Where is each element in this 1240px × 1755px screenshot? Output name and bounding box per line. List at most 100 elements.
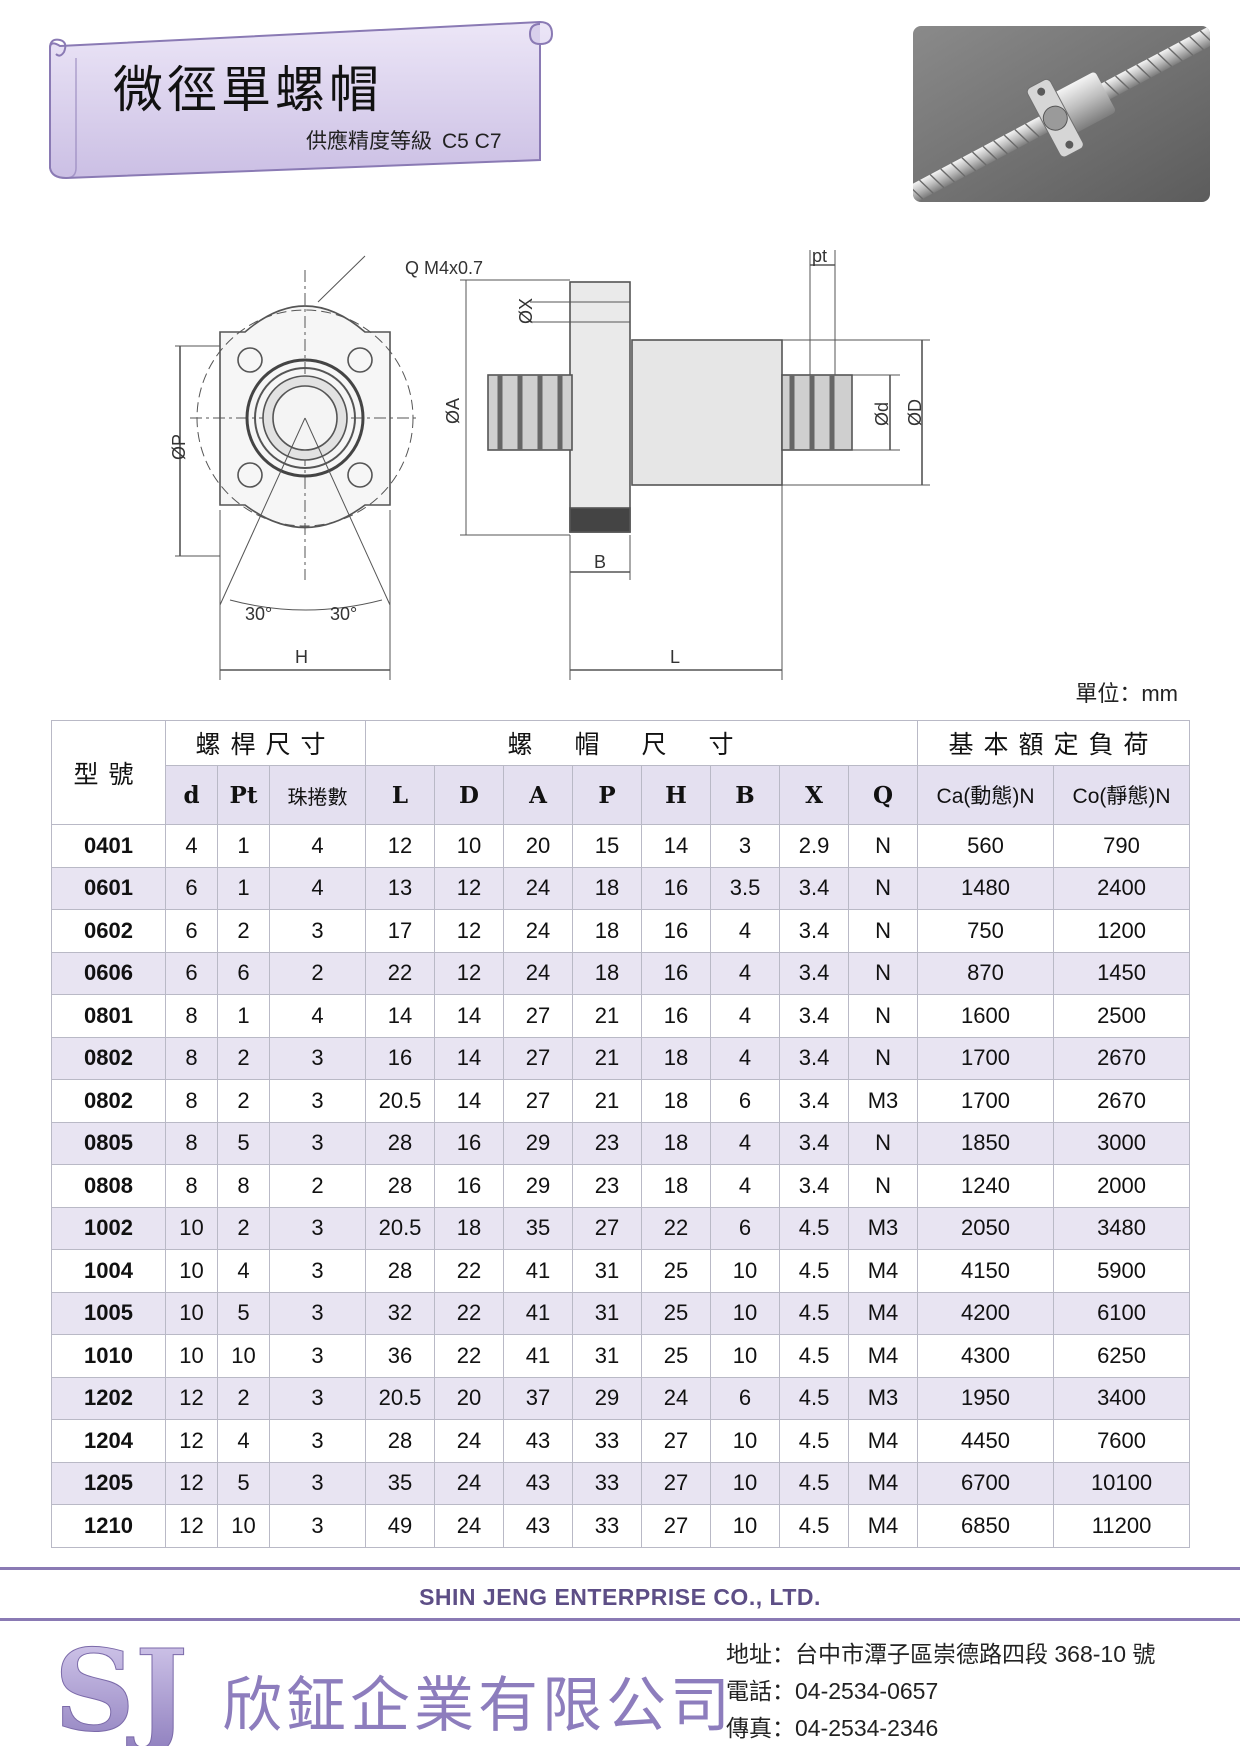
table-cell: 12: [165, 1419, 218, 1463]
label-b: B: [594, 552, 606, 572]
table-cell: 6100: [1053, 1291, 1191, 1335]
col-pt: Pt: [217, 765, 270, 825]
cell-model: 0601: [51, 866, 166, 910]
table-cell: 1: [217, 866, 270, 910]
company-logo: SJ: [54, 1626, 204, 1755]
label-angle-left: 30°: [245, 604, 272, 624]
table-cell: 27: [503, 1079, 574, 1123]
fax: 傳真：04-2534-2346: [726, 1715, 939, 1741]
col-d-outer: D: [434, 765, 505, 825]
table-cell: 2: [268, 1164, 367, 1208]
table-cell: 27: [572, 1206, 643, 1250]
label-phi-d-large: ØD: [905, 399, 925, 426]
table-cell: 10: [165, 1206, 218, 1250]
table-cell: 3: [268, 1461, 367, 1505]
table-cell: 27: [641, 1504, 712, 1548]
table-cell: 3000: [1053, 1121, 1191, 1165]
label-phi-a: ØA: [443, 398, 463, 424]
cell-model: 1210: [51, 1504, 166, 1548]
table-cell: 12: [434, 866, 505, 910]
company-name-cn: 欣鉦企業有限公司: [222, 1671, 734, 1741]
col-a: A: [503, 765, 574, 825]
table-cell: 8: [217, 1164, 270, 1208]
table-cell: M4: [848, 1291, 919, 1335]
table-cell: 4.5: [779, 1376, 850, 1420]
table-cell: 8: [165, 1079, 218, 1123]
table-cell: 6250: [1053, 1334, 1191, 1378]
table-cell: 10: [710, 1291, 781, 1335]
table-cell: 31: [572, 1334, 643, 1378]
table-cell: 36: [365, 1334, 436, 1378]
cell-model: 1002: [51, 1206, 166, 1250]
table-cell: 3400: [1053, 1376, 1191, 1420]
table-cell: 6: [165, 909, 218, 953]
table-cell: 20.5: [365, 1079, 436, 1123]
table-cell: 4: [710, 994, 781, 1038]
table-cell: 18: [641, 1036, 712, 1080]
table-cell: 43: [503, 1504, 574, 1548]
table-cell: 28: [365, 1121, 436, 1165]
footer-rule-top: [0, 1567, 1240, 1570]
table-cell: 8: [165, 1164, 218, 1208]
table-cell: 2500: [1053, 994, 1191, 1038]
table-cell: 12: [365, 824, 436, 868]
table-cell: 24: [434, 1419, 505, 1463]
table-cell: 4: [710, 1164, 781, 1208]
table-cell: 3.4: [779, 1121, 850, 1165]
table-cell: 18: [641, 1079, 712, 1123]
table-cell: 3: [268, 1121, 367, 1165]
unit-label: 單位：mm: [1075, 681, 1178, 706]
table-cell: 3: [268, 1249, 367, 1293]
col-x: X: [779, 765, 850, 825]
table-cell: 4: [217, 1419, 270, 1463]
table-cell: N: [848, 909, 919, 953]
table-cell: 6: [217, 951, 270, 995]
table-cell: 1700: [917, 1079, 1055, 1123]
table-cell: 13: [365, 866, 436, 910]
table-cell: 10: [165, 1291, 218, 1335]
scroll-banner-shape: [49, 20, 554, 180]
table-cell: 6: [710, 1376, 781, 1420]
table-cell: 10: [710, 1504, 781, 1548]
table-cell: 41: [503, 1291, 574, 1335]
table-cell: 14: [365, 994, 436, 1038]
table-cell: 16: [641, 866, 712, 910]
table-cell: 2: [268, 951, 367, 995]
table-cell: 4.5: [779, 1461, 850, 1505]
table-cell: 3.5: [710, 866, 781, 910]
table-cell: 1480: [917, 866, 1055, 910]
table-cell: 31: [572, 1249, 643, 1293]
table-cell: M3: [848, 1079, 919, 1123]
table-cell: 4.5: [779, 1206, 850, 1250]
table-cell: 43: [503, 1461, 574, 1505]
table-cell: 20.5: [365, 1376, 436, 1420]
cell-model: 0606: [51, 951, 166, 995]
table-cell: 2: [217, 1206, 270, 1250]
table-cell: 1: [217, 824, 270, 868]
table-cell: 3: [268, 1504, 367, 1548]
table-cell: 8: [165, 1036, 218, 1080]
table-cell: M4: [848, 1334, 919, 1378]
table-cell: 2: [217, 1376, 270, 1420]
table-cell: 43: [503, 1419, 574, 1463]
table-cell: 3: [268, 1376, 367, 1420]
table-cell: 16: [641, 909, 712, 953]
header-group-nut: 螺帽尺寸: [365, 720, 919, 766]
table-cell: 3.4: [779, 909, 850, 953]
table-cell: 14: [434, 994, 505, 1038]
table-cell: 12: [434, 909, 505, 953]
table-cell: 27: [641, 1461, 712, 1505]
cell-model: 0802: [51, 1036, 166, 1080]
table-cell: 22: [434, 1291, 505, 1335]
table-cell: 7600: [1053, 1419, 1191, 1463]
table-cell: 3: [268, 1036, 367, 1080]
cell-model: 0805: [51, 1121, 166, 1165]
